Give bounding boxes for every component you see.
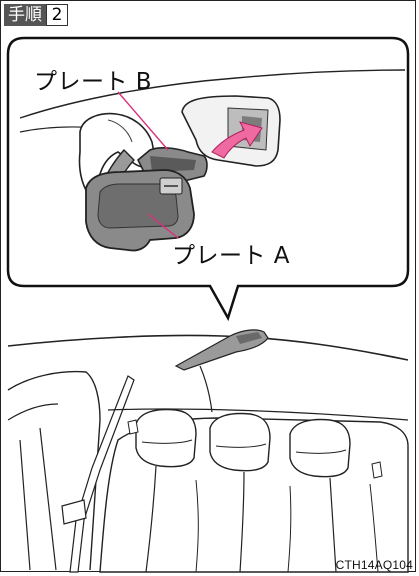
figure-code: CTH14AQ104: [336, 558, 413, 572]
headrest-right: [290, 420, 350, 477]
headrest-left: [136, 410, 196, 467]
plate-b-label: プレート B: [34, 62, 152, 96]
rear-window-edge: [200, 366, 212, 412]
plate-a-label: プレート A: [172, 236, 290, 270]
headrest-center: [210, 414, 270, 471]
